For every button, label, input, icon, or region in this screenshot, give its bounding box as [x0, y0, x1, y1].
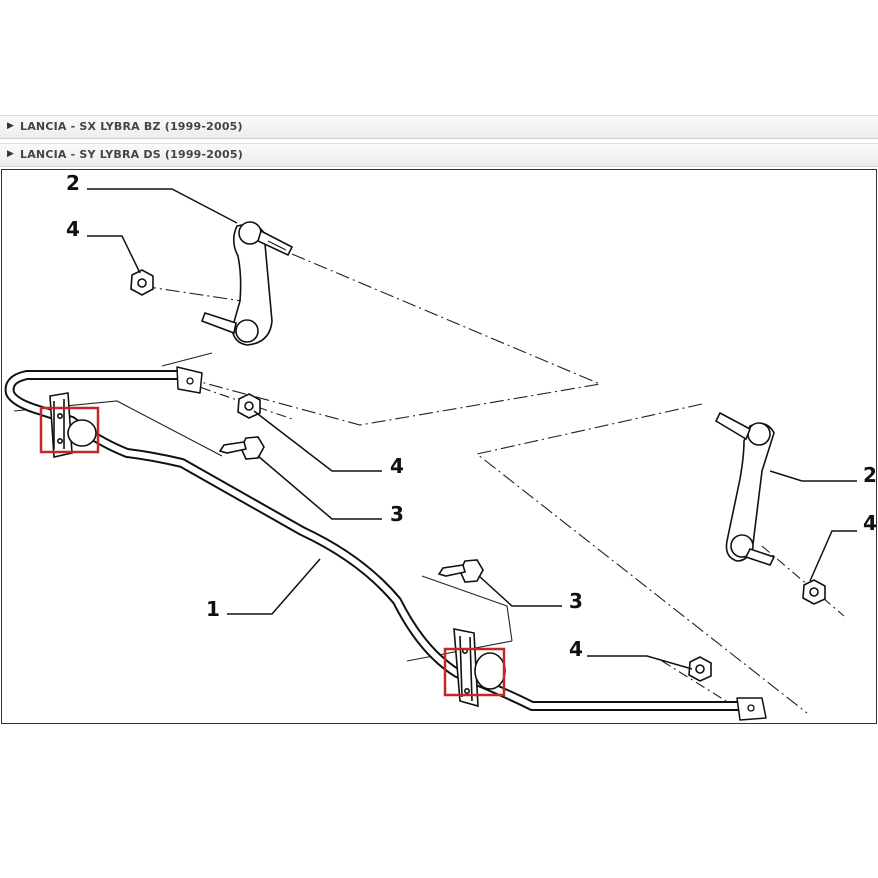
leader-link-right [769, 470, 857, 482]
highlight-box-lower[interactable] [443, 647, 506, 697]
leader-nut-top-left [87, 235, 141, 274]
leader-nut-mid [253, 410, 382, 472]
callout-link-top: 2 [66, 171, 80, 195]
axis-line-nut-lower [661, 660, 743, 712]
guide-plane-lower [421, 575, 513, 642]
stabilizer-bar-diagram: 2 4 4 3 2 4 3 1 4 [4, 171, 877, 721]
vehicle-label: LANCIA - SY LYBRA DS (1999-2005) [20, 148, 243, 161]
bolt-mid [218, 436, 265, 460]
callout-nut-mid: 4 [390, 454, 404, 478]
stabilizer-bar [4, 366, 767, 721]
bolt-lower [437, 559, 484, 583]
vehicle-row-sy-lybra-ds[interactable]: ▶ LANCIA - SY LYBRA DS (1999-2005) [0, 143, 878, 167]
leader-bar [227, 558, 321, 615]
guide-plane-right [475, 403, 808, 714]
nut-mid [237, 393, 261, 419]
leader-nut-right [809, 530, 857, 582]
parts-diagram: 2 4 4 3 2 4 3 1 4 [1, 169, 877, 724]
stabilizer-link-right [714, 411, 776, 566]
callout-bar: 1 [206, 597, 220, 621]
guide-line [161, 352, 213, 367]
leader-bolt-mid [257, 455, 382, 520]
expand-arrow-icon: ▶ [7, 149, 14, 159]
nut-top-left [130, 269, 154, 296]
callout-nut-top-left: 4 [66, 217, 80, 241]
callout-link-right: 2 [863, 463, 877, 487]
leader-link-top [87, 188, 238, 224]
callout-bolt-lower: 3 [569, 589, 583, 613]
nut-lower [688, 656, 712, 682]
nut-right [802, 579, 826, 605]
expand-arrow-icon: ▶ [7, 121, 14, 131]
leader-nut-lower [587, 655, 693, 670]
highlight-box-left[interactable] [39, 406, 100, 454]
vehicle-row-sx-lybra-bz[interactable]: ▶ LANCIA - SX LYBRA BZ (1999-2005) [0, 115, 878, 139]
bushing-clamp-left [49, 392, 97, 458]
callout-nut-lower: 4 [569, 637, 583, 661]
axis-line-link-top [141, 285, 243, 302]
callout-bolt-mid: 3 [390, 502, 404, 526]
callout-nut-right: 4 [863, 511, 877, 535]
guide-plane-upper [196, 253, 602, 426]
vehicle-label: LANCIA - SX LYBRA BZ (1999-2005) [20, 120, 243, 133]
axis-line-nut-right [761, 545, 845, 617]
leader-bolt-lower [478, 575, 562, 607]
stabilizer-link-top [200, 221, 294, 346]
